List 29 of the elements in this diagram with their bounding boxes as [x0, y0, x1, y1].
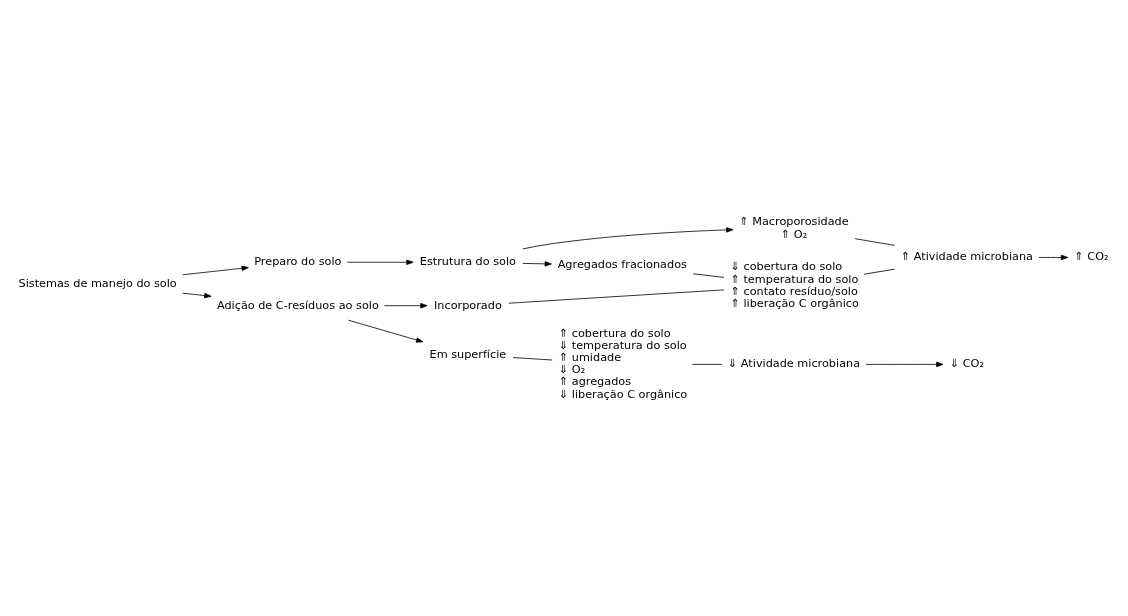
arrow [348, 319, 424, 343]
connector [512, 356, 553, 360]
node-text: ⇑ Atividade microbiana [900, 249, 1033, 263]
connector [863, 268, 896, 275]
connector [508, 289, 725, 304]
connector [692, 272, 725, 278]
node-text: Incorporado [434, 298, 502, 312]
arrow [865, 361, 944, 367]
node-text: ⇑ Macroporosidade ⇑ O₂ [739, 214, 849, 240]
node-text: Em superfície [429, 347, 507, 361]
node-text: Estrutura do solo [419, 254, 516, 268]
arrow [347, 259, 414, 265]
arrow [1038, 254, 1069, 260]
node-text: Adição de C-resíduos ao solo [216, 298, 379, 312]
connector [691, 363, 723, 365]
arrow [383, 302, 428, 308]
arrow [182, 265, 249, 275]
arrow [522, 260, 552, 266]
node-text: ⇑ CO₂ [1074, 249, 1109, 263]
node-text: ⇑ cobertura do solo ⇓ temperatura do solo ⇑ umidade ⇓ O₂ ⇑ agregados ⇓ liberação C orgânico [558, 326, 688, 401]
node-text: ⇓ CO₂ [949, 356, 984, 370]
arrow [522, 226, 734, 249]
node-text: Agregados fracionados [557, 257, 687, 271]
node-text: Preparo do solo [254, 254, 342, 268]
arrow [182, 292, 212, 298]
node-text: ⇓ Atividade microbiana [727, 356, 861, 370]
node-text: Sistemas de manejo do solo [18, 276, 177, 290]
connector [854, 237, 895, 246]
node-text: ⇓ cobertura do solo ⇑ temperatura do solo ⇑ contato resíduo/solo ⇑ liberação C orgânico [730, 259, 859, 310]
